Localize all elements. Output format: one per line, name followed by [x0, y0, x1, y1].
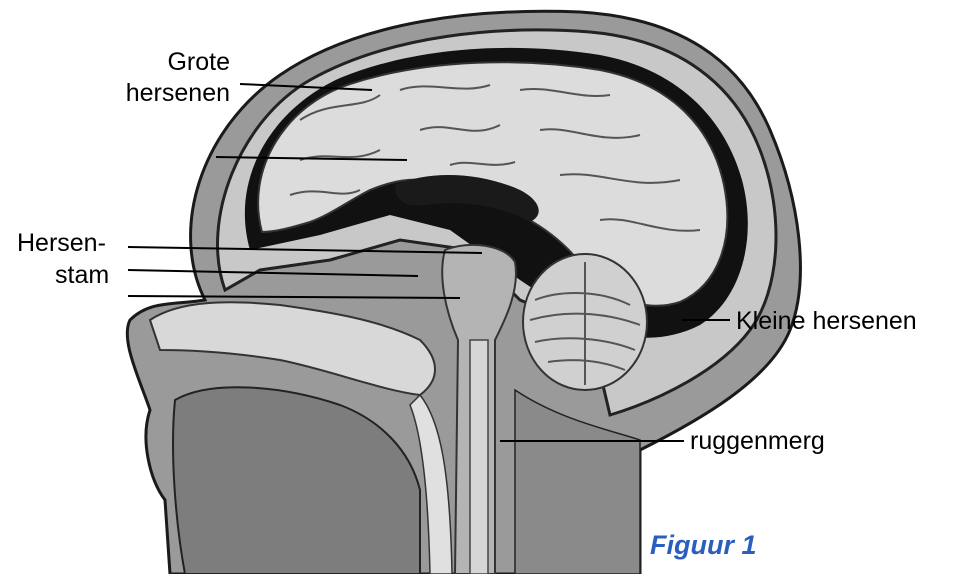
leader-line-grote-hersenen-1	[240, 84, 372, 90]
figure-caption: Figuur 1	[650, 529, 757, 561]
leader-line-hersenstam-1	[128, 247, 482, 253]
leader-line-hersenstam-3	[128, 296, 460, 298]
label-hersenstam-line2: stam	[55, 260, 109, 290]
label-hersenstam-line1: Hersen-	[17, 228, 106, 258]
label-grote-hersenen-line1: Grote	[130, 47, 230, 77]
label-grote-hersenen-line2: hersenen	[110, 78, 230, 108]
leader-line-hersenstam-2	[128, 270, 418, 276]
label-ruggenmerg: ruggenmerg	[690, 426, 825, 456]
leader-line-grote-hersenen-2	[216, 157, 407, 160]
label-kleine-hersenen: Kleine hersenen	[736, 306, 917, 336]
